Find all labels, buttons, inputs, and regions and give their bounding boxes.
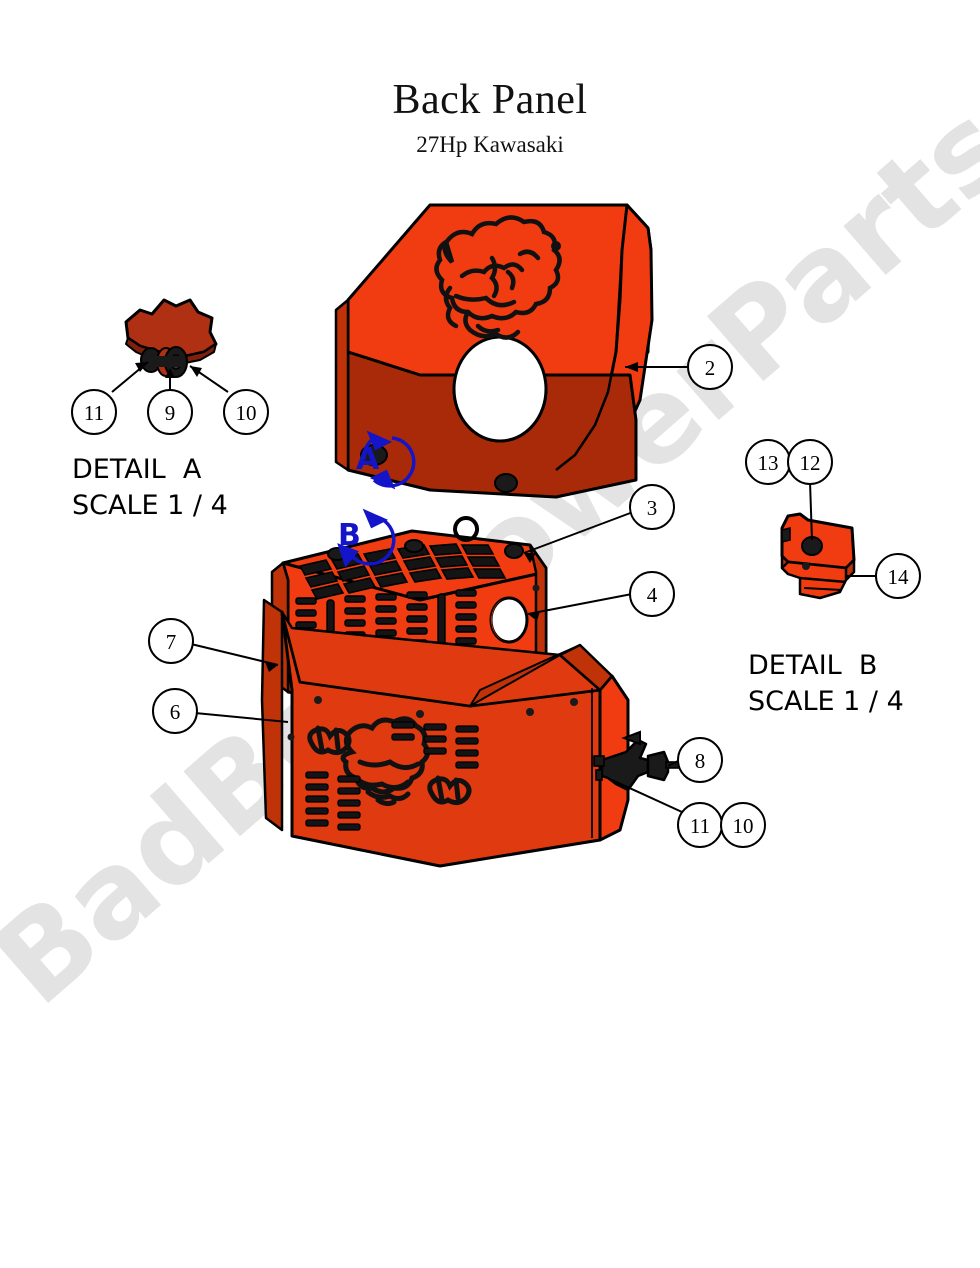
balloon-12-detail-b[interactable]: 12 [787, 439, 833, 485]
balloon-11-lower[interactable]: 11 [677, 802, 723, 848]
lower-panel-louvers [305, 721, 479, 831]
page-title: Back Panel [392, 77, 588, 123]
panel-screw-hole [570, 698, 578, 706]
title-block: Back Panel 27Hp Kawasaki [0, 78, 980, 158]
panel-screw-hole [287, 733, 295, 741]
detail-marker-b-letter: B [338, 518, 361, 553]
detail-marker-b [337, 508, 396, 568]
balloon-10-detail-a[interactable]: 10 [223, 389, 269, 435]
balloon-number: 10 [733, 814, 754, 838]
detail-a-caption: DETAIL A SCALE 1 / 4 [72, 454, 228, 521]
panel-screw-hole [416, 710, 424, 718]
balloon-9-detail-a[interactable]: 9 [147, 389, 193, 435]
detail-b-geometry [780, 481, 878, 600]
balloon-2[interactable]: 2 [687, 344, 733, 390]
balloon-3[interactable]: 3 [629, 484, 675, 530]
balloon-number: 6 [170, 700, 181, 724]
balloon-number: 9 [165, 401, 176, 425]
balloon-number: 12 [800, 451, 821, 475]
balloon-number: 4 [647, 583, 658, 607]
panel-screw-hole [314, 696, 322, 704]
detail-marker-a-letter: A [356, 442, 380, 477]
balloon-callouts: 2 3 4 7 6 [71, 344, 921, 848]
balloon-11-detail-a[interactable]: 11 [71, 389, 117, 435]
balloon-number: 2 [705, 356, 716, 380]
balloon-number: 10 [236, 401, 257, 425]
part-top-cover-panel: A [334, 203, 654, 499]
balloon-10-lower[interactable]: 10 [720, 802, 766, 848]
balloon-number: 13 [758, 451, 779, 475]
balloon-number: 7 [166, 630, 177, 654]
part-latch-handle [593, 730, 685, 792]
leader-arrowheads [265, 362, 638, 672]
detail-a-geometry [111, 298, 229, 393]
bulldog-decal-top [434, 215, 562, 340]
balloon-13-detail-b[interactable]: 13 [745, 439, 791, 485]
page-subtitle: 27Hp Kawasaki [416, 132, 564, 158]
balloon-4[interactable]: 4 [629, 571, 675, 617]
balloon-number: 3 [647, 496, 658, 520]
top-louvers [298, 543, 507, 600]
panel-screw-hole [526, 708, 534, 716]
balloon-number: 11 [84, 401, 104, 425]
balloon-6[interactable]: 6 [152, 688, 198, 734]
vented-panel-stud-right [504, 543, 524, 559]
detail-marker-a [364, 430, 416, 490]
balloon-14-detail-b[interactable]: 14 [875, 553, 921, 599]
cover-lug-right [494, 473, 518, 493]
balloon-number: 11 [690, 814, 710, 838]
balloon-number: 14 [888, 565, 910, 589]
balloon-7[interactable]: 7 [148, 618, 194, 664]
balloon-number: 8 [695, 749, 706, 773]
detail-b-caption: DETAIL B SCALE 1 / 4 [748, 650, 904, 717]
balloon-8[interactable]: 8 [677, 737, 723, 783]
